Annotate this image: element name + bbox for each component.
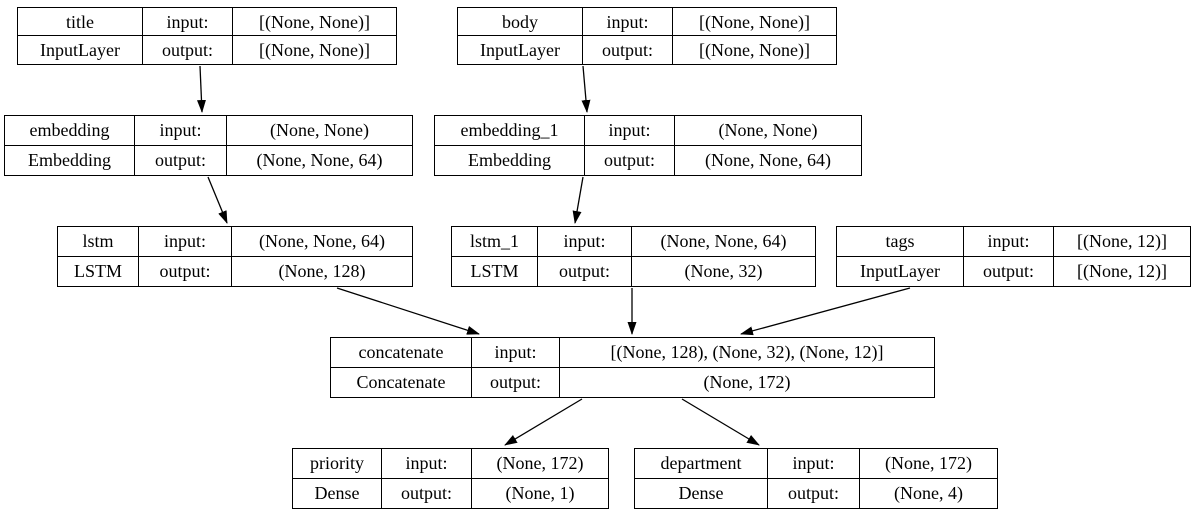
output-label: output:	[135, 145, 227, 175]
layer-class: Dense	[293, 478, 382, 508]
output-shape: (None, None, 64)	[256, 150, 383, 171]
output-shape: (None, 128)	[278, 261, 366, 282]
input-label: input:	[583, 8, 673, 36]
layer-class: InputLayer	[18, 36, 143, 64]
output-shape: (None, None, 64)	[705, 150, 831, 171]
edge-title-to-embedding	[196, 65, 206, 113]
layer-class: Embedding	[435, 145, 585, 175]
edge-concatenate-to-department	[681, 398, 760, 446]
output-shape: (None, 32)	[684, 261, 763, 282]
edge-embedding-to-lstm	[207, 176, 228, 224]
input-label: input:	[472, 338, 560, 368]
output-label: output:	[139, 256, 232, 286]
node-embedding: embedding input: (None, None) Embedding …	[4, 115, 413, 176]
edge-body-to-embedding_1	[581, 65, 591, 113]
output-shape: [(None, None)]	[259, 40, 370, 60]
output-label: output:	[768, 478, 860, 508]
layer-name: title	[18, 8, 143, 36]
edge-lstm-to-concatenate	[336, 287, 480, 335]
layer-class: Embedding	[5, 145, 135, 175]
input-shape: (None, None, 64)	[232, 227, 412, 257]
output-shape: (None, 172)	[703, 372, 791, 393]
node-lstm: lstm input: (None, None, 64) LSTM output…	[57, 226, 413, 287]
output-label: output:	[964, 256, 1054, 286]
output-shape: [(None, 12)]	[1077, 261, 1167, 282]
layer-name: priority	[293, 449, 382, 479]
node-embedding-1: embedding_1 input: (None, None) Embeddin…	[434, 115, 862, 176]
output-label: output:	[143, 36, 233, 64]
node-department: department input: (None, 172) Dense outp…	[634, 448, 998, 509]
input-label: input:	[538, 227, 632, 257]
input-label: input:	[139, 227, 232, 257]
output-shape: (None, 4)	[894, 483, 963, 504]
node-lstm-1: lstm_1 input: (None, None, 64) LSTM outp…	[451, 226, 816, 287]
input-shape: [(None, 128), (None, 32), (None, 12)]	[560, 338, 934, 368]
input-label: input:	[768, 449, 860, 479]
node-tags: tags input: [(None, 12)] InputLayer outp…	[836, 226, 1191, 287]
input-shape: [(None, None)]	[673, 8, 836, 36]
output-label: output:	[585, 145, 675, 175]
layer-class: Concatenate	[331, 367, 472, 397]
input-shape: (None, None)	[675, 116, 861, 146]
layer-class: LSTM	[58, 256, 139, 286]
input-shape: (None, None, 64)	[632, 227, 815, 257]
node-concatenate: concatenate input: [(None, 128), (None, …	[330, 337, 935, 398]
layer-class: InputLayer	[837, 256, 964, 286]
layer-name: lstm	[58, 227, 139, 257]
input-shape: [(None, 12)]	[1054, 227, 1190, 257]
output-shape: [(None, None)]	[699, 40, 810, 60]
input-label: input:	[964, 227, 1054, 257]
node-title: title input: [(None, None)] InputLayer o…	[17, 7, 397, 65]
output-label: output:	[538, 256, 632, 286]
input-label: input:	[135, 116, 227, 146]
node-body: body input: [(None, None)] InputLayer ou…	[457, 7, 837, 65]
layer-class: LSTM	[452, 256, 538, 286]
node-priority: priority input: (None, 172) Dense output…	[292, 448, 609, 509]
edge-embedding_1-to-lstm_1	[572, 176, 584, 224]
layer-name: embedding_1	[435, 116, 585, 146]
input-label: input:	[382, 449, 472, 479]
output-label: output:	[472, 367, 560, 397]
layer-name: department	[635, 449, 768, 479]
input-label: input:	[585, 116, 675, 146]
layer-name: embedding	[5, 116, 135, 146]
layer-name: tags	[837, 227, 964, 257]
input-shape: (None, None)	[227, 116, 412, 146]
input-shape: (None, 172)	[472, 449, 608, 479]
layer-class: Dense	[635, 478, 768, 508]
output-label: output:	[583, 36, 673, 64]
input-shape: (None, 172)	[860, 449, 997, 479]
layer-name: concatenate	[331, 338, 472, 368]
edge-concatenate-to-priority	[504, 398, 583, 446]
input-label: input:	[143, 8, 233, 36]
output-shape: (None, 1)	[505, 483, 575, 504]
output-label: output:	[382, 478, 472, 508]
edge-tags-to-concatenate	[740, 287, 911, 336]
layer-name: lstm_1	[452, 227, 538, 257]
layer-class: InputLayer	[458, 36, 583, 64]
input-shape: [(None, None)]	[233, 8, 396, 36]
layer-name: body	[458, 8, 583, 36]
